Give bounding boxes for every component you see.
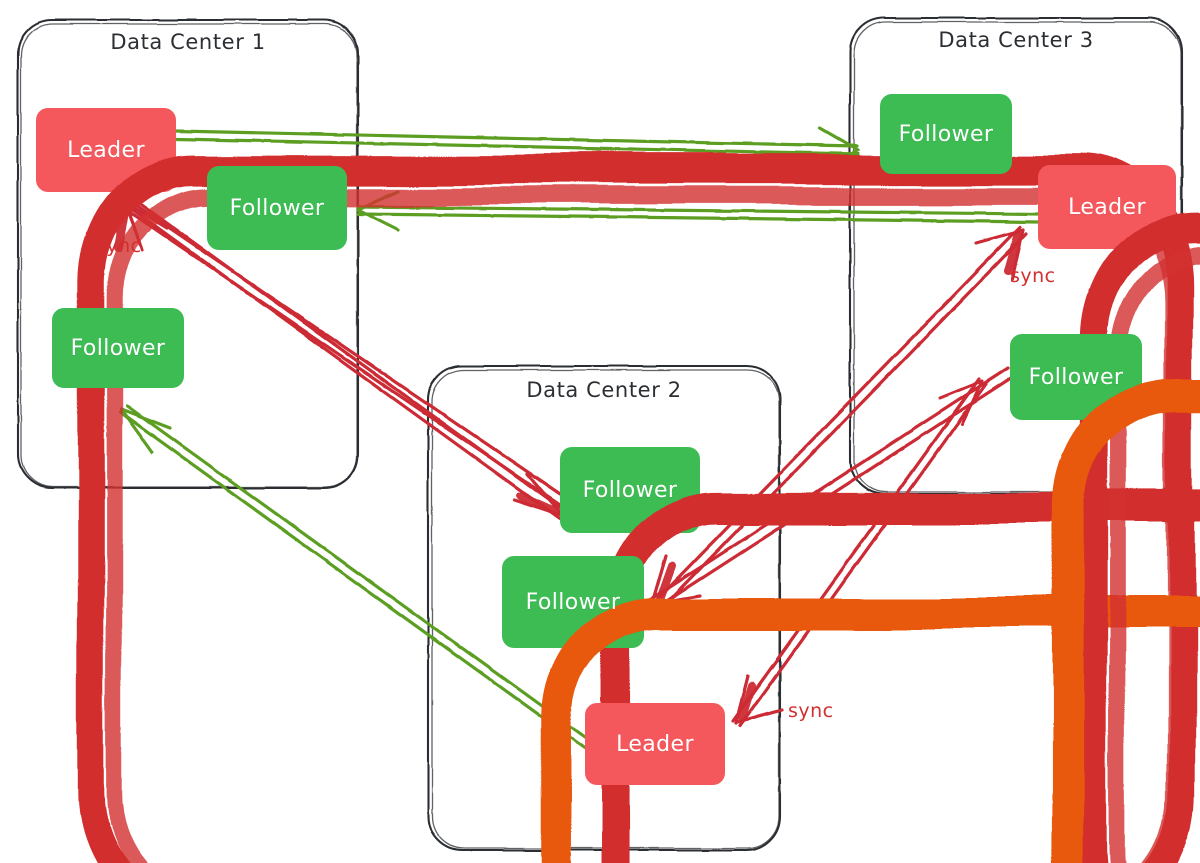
node-label: Follower — [582, 477, 678, 503]
edge-dc2-to-dc3-leader — [652, 225, 1028, 612]
node-dc1-leader[interactable]: Leader — [36, 108, 1195, 863]
node-dc3-follower-a[interactable]: Follower — [880, 94, 1012, 174]
node-dc2-leader[interactable]: Leader — [585, 703, 725, 785]
node-label: Follower — [1028, 364, 1124, 390]
node-label: Leader — [1068, 194, 1146, 220]
node-label: Follower — [898, 121, 994, 147]
node-dc1-follower-b[interactable]: Follower — [52, 308, 184, 388]
node-dc1-follower-a[interactable]: Follower — [207, 166, 347, 250]
edge-label-sync-dc3: sync — [1010, 265, 1056, 287]
edge-dc3-to-dc2-leader — [731, 377, 988, 728]
container-title-dc2: Data Center 2 — [526, 378, 682, 402]
container-title-dc1: Data Center 1 — [110, 30, 266, 54]
edge-dc3-leader-to-dc1-follower — [356, 190, 1040, 232]
node-dc2-follower-b[interactable]: Follower — [502, 556, 1200, 863]
node-dc3-leader[interactable]: Leader — [1038, 165, 1200, 863]
edge-label-sync-dc1: sync — [96, 235, 142, 257]
node-label: Follower — [70, 335, 166, 361]
node-label: Leader — [616, 731, 694, 757]
container-outline-dc1 — [16, 18, 360, 490]
node-dc2-follower-a[interactable]: Follower — [560, 447, 1200, 863]
node-label: Leader — [67, 137, 145, 163]
node-label: Follower — [525, 589, 621, 615]
edge-label-sync-dc2: sync — [788, 700, 834, 722]
node-dc3-follower-b[interactable]: Follower — [1010, 334, 1200, 863]
node-label: Follower — [229, 195, 325, 221]
container-title-dc3: Data Center 3 — [938, 28, 1094, 52]
